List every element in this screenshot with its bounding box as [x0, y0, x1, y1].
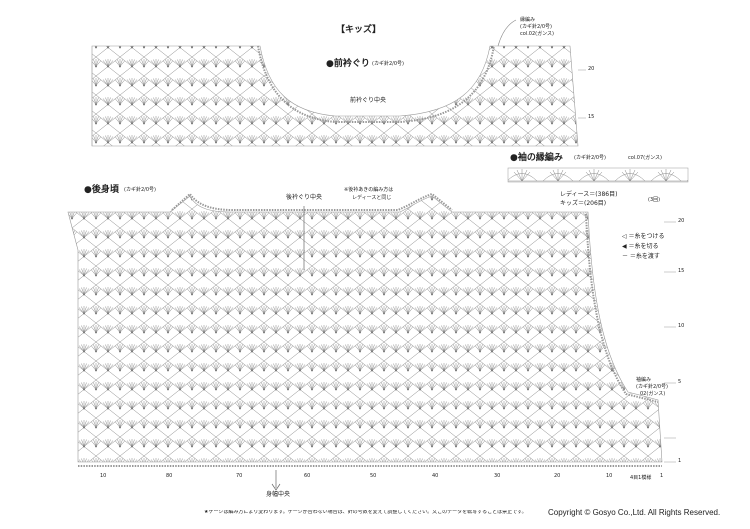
stitch-label: 60 [304, 473, 311, 479]
stitch-label: 20 [554, 473, 561, 479]
back-row-label: 15 [678, 268, 685, 274]
sleeve-repeat: (3回) [648, 197, 661, 203]
back-title: ●後身頃 [84, 185, 119, 195]
stitch-label: 10 [100, 473, 107, 479]
footnote: ★ゲージは編み方により変わります。ゲージが合わない場合は、針の号数を変えて調整し… [204, 510, 527, 515]
stitch-label: 30 [494, 473, 501, 479]
back-body-chart [67, 195, 663, 463]
sleeve-edging-strip [507, 167, 689, 183]
back-note-line2: レディースと同じ [352, 195, 392, 201]
stitch-label: 70 [236, 473, 243, 479]
sleeve-count-ladies: レディース＝(386目) [560, 191, 618, 198]
back-neck-center: 後衿ぐり中央 [286, 194, 323, 201]
back-row-label: 5 [678, 379, 682, 385]
armhole-title: 袖編み [636, 377, 652, 383]
back-row-label: 20 [678, 218, 685, 224]
back-hook: (カギ針2/0号) [124, 187, 156, 193]
hem-center-label: 身幅中央 [266, 491, 291, 498]
stitch-label: 40 [432, 473, 439, 479]
sleeve-edge-yarn: col.07(ガンス) [628, 155, 662, 161]
legend-cut: ◀ ＝糸を切る [622, 243, 659, 250]
stitch-label: 1 [660, 473, 664, 479]
stitch-label: 10 [606, 473, 613, 479]
armhole-edging [585, 213, 659, 403]
armhole-hook: (カギ針2/0号) [636, 384, 668, 390]
neck-edging-title: 縁編み [520, 17, 536, 23]
back-row-label: 10 [678, 323, 685, 329]
sleeve-edge-hook: (カギ針2/0号) [574, 155, 606, 161]
neck-edging-yarn: col.02(ガンス) [520, 31, 554, 37]
front-neck-title: ●前衿ぐり [326, 59, 370, 69]
armhole-yarn: 02(ガンス) [640, 391, 666, 397]
front-neck-chart [91, 45, 579, 147]
legend-skip: － ＝糸を渡す [622, 253, 660, 260]
section-title: 【キッズ】 [336, 25, 382, 35]
back-row-label: 1 [678, 458, 682, 464]
hem-label: 4目1模様 [630, 475, 652, 481]
back-neck-edging [171, 192, 453, 211]
front-row-label: 15 [588, 114, 595, 120]
stitch-label: 80 [166, 473, 173, 479]
neck-edging-hook: (カギ針2/0号) [520, 24, 552, 30]
front-neck-hook: (カギ針2/0号) [372, 61, 404, 67]
sleeve-count-kids: キッズ＝(206目) [560, 200, 607, 207]
legend-join: ◁ ＝糸をつける [622, 233, 665, 240]
stitch-label: 50 [370, 473, 377, 479]
back-note-line1: ※後衿あきの編み方は [344, 187, 394, 193]
sleeve-edge-title: ●袖の縁編み [510, 153, 563, 163]
copyright: Copyright © Gosyo Co.,Ltd. All Rights Re… [548, 508, 721, 517]
front-neck-center: 前衿ぐり中央 [350, 97, 387, 104]
front-row-label: 20 [588, 66, 595, 72]
